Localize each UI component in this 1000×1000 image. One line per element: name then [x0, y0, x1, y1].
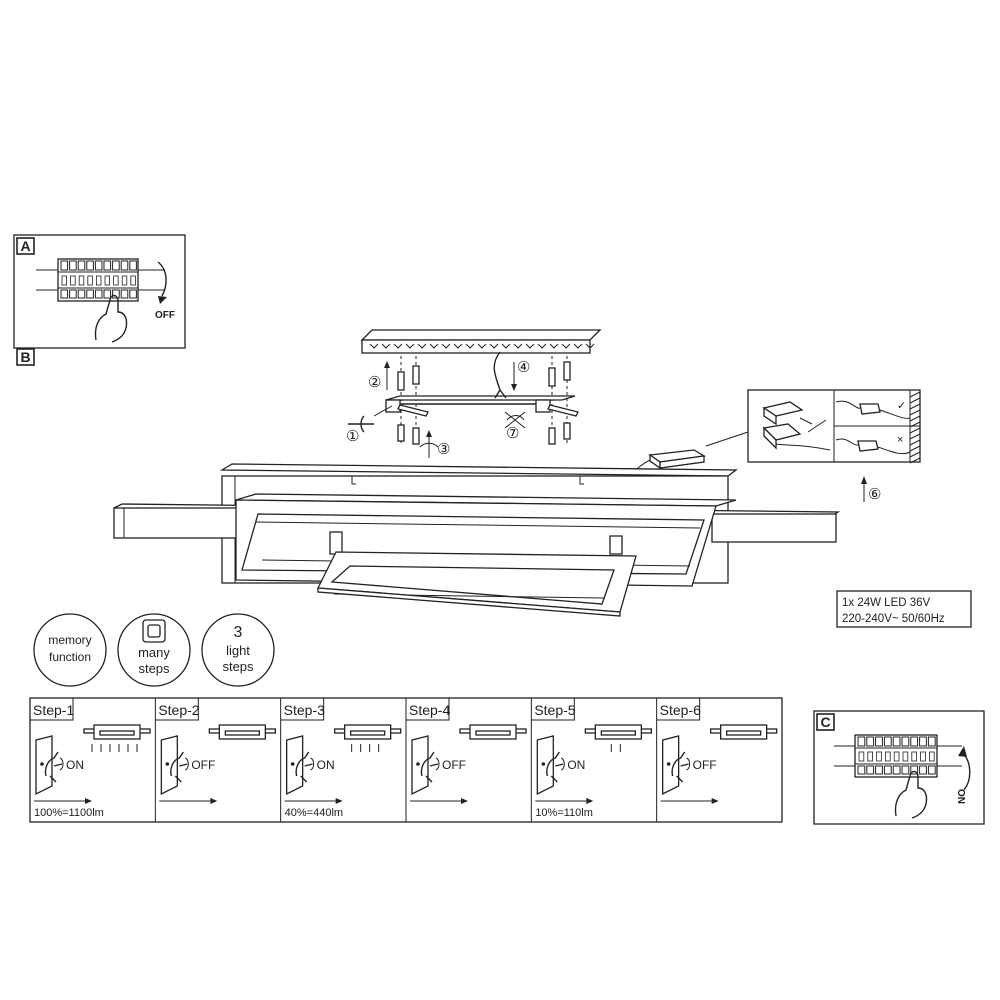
callout-2: ② — [368, 374, 381, 391]
feature-many-line-1: many — [138, 645, 170, 660]
mini-luminaire-icon — [710, 724, 778, 740]
feature-memory-function: memory function — [33, 613, 107, 687]
step-label: Step-4 — [409, 702, 450, 718]
switch-state: ON — [317, 758, 335, 772]
step-label: Step-3 — [284, 702, 325, 718]
callout-1: ① — [346, 428, 359, 445]
switch-state: OFF — [442, 758, 466, 772]
supply-cable — [493, 351, 501, 391]
feature-memory-line-2: function — [49, 650, 91, 664]
feature-3-line-1: 3 — [234, 624, 243, 641]
wiring-correct-mark: ✓ — [897, 400, 906, 412]
light-bar-right — [711, 513, 837, 543]
wall-switch-icon — [536, 735, 565, 796]
feature-3-light-steps: 3 light steps — [201, 613, 275, 687]
mini-luminaire-icon — [83, 724, 151, 752]
wall-switch-icon — [411, 735, 440, 796]
callout-7: ⑦ — [506, 425, 519, 442]
mini-luminaire-icon — [584, 724, 652, 752]
ceiling-block — [360, 329, 602, 354]
panel-a-tag: A — [20, 238, 30, 254]
panel-b-tag: B — [20, 349, 30, 365]
feature-many-steps: many steps — [117, 613, 191, 687]
spec-line-1: 1x 24W LED 36V — [842, 597, 931, 609]
panel-a-off-label: OFF — [155, 310, 175, 321]
panel-a: A OFF — [13, 234, 186, 349]
feature-memory-line-1: memory — [48, 633, 91, 647]
step-panel-1: Step-1ON 100%=1100lm — [30, 698, 151, 819]
wiring-inset: ✓ × — [705, 389, 921, 464]
spec-line-2: 220-240V~ 50/60Hz — [842, 613, 945, 625]
terminal-block-icon — [762, 401, 831, 451]
panel-c-tag: C — [820, 714, 830, 730]
step-label: Step-5 — [534, 702, 575, 718]
switch-state: OFF — [693, 758, 717, 772]
step-label: Step-6 — [660, 702, 701, 718]
lumen-output: 40%=440lm — [285, 807, 343, 819]
hand-icon — [894, 770, 928, 819]
callout-4: ④ — [517, 359, 530, 376]
breaker-panel-icon — [57, 258, 139, 302]
light-bar-left — [113, 507, 245, 539]
wall-switch-icon — [35, 735, 64, 796]
step-panel-5: Step-5ON 10%=110lm — [530, 698, 652, 822]
mini-luminaire-icon — [334, 724, 402, 752]
led-driver — [631, 449, 706, 475]
wall-switch-icon — [662, 735, 691, 796]
panel-b-tag-box — [16, 348, 35, 366]
rotate-down-arrow-icon — [157, 261, 167, 297]
lumen-output: 10%=110lm — [535, 807, 593, 819]
step-label: Step-1 — [33, 702, 74, 718]
panel-c-on-label: ON — [955, 789, 966, 804]
breaker-panel-icon — [854, 734, 938, 778]
callout-6: ⑥ — [868, 486, 881, 503]
mounting-bracket — [385, 395, 579, 417]
feature-3-line-3: steps — [222, 659, 254, 674]
step-label: Step-2 — [158, 702, 199, 718]
spec-label: 1x 24W LED 36V 220-240V~ 50/60Hz — [836, 590, 972, 628]
wall-switch-icon — [286, 735, 315, 796]
switch-state: ON — [567, 758, 585, 772]
ceiling-luminaire — [113, 463, 841, 617]
callout-3: ③ — [437, 441, 450, 458]
lumen-output: 100%=1100lm — [34, 807, 104, 819]
switch-state: OFF — [191, 758, 215, 772]
wall-plug-right — [548, 356, 571, 445]
mounting-assembly — [348, 329, 867, 502]
mini-luminaire-icon — [208, 724, 276, 740]
switch-state: ON — [66, 758, 84, 772]
panel-c: C ON — [813, 710, 985, 825]
feature-3-line-2: light — [226, 643, 250, 658]
wiring-wrong-mark: × — [897, 434, 903, 446]
panel-a-tag-box — [16, 237, 35, 255]
wall-switch-icon — [160, 735, 189, 796]
panel-c-tag-box — [816, 713, 835, 731]
step-panel-3: Step-3ON 40%=440lm — [280, 698, 402, 822]
hand-icon — [94, 294, 128, 343]
mini-luminaire-icon — [459, 724, 527, 740]
feature-many-line-2: steps — [138, 661, 170, 676]
